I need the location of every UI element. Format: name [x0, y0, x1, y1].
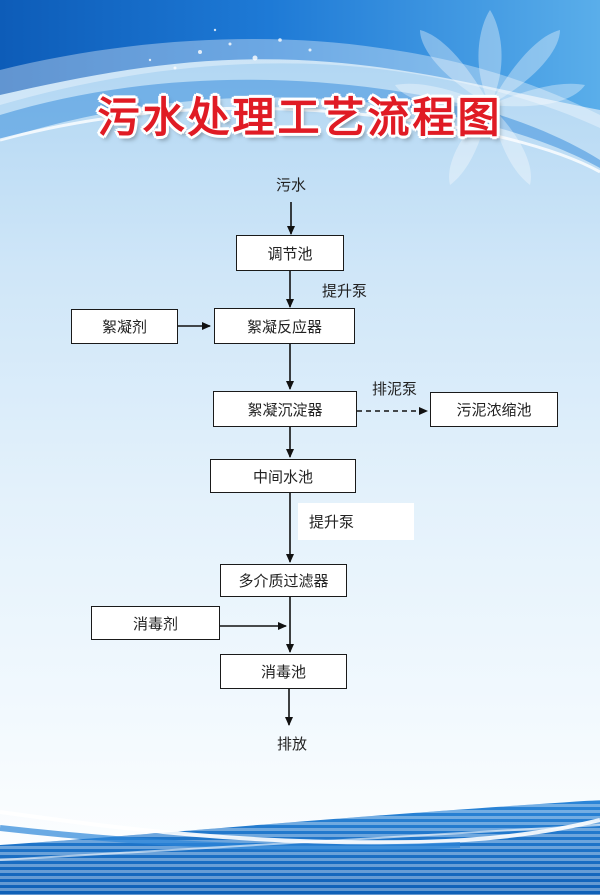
node-sludge-tank: 污泥浓缩池: [430, 392, 558, 427]
pump-label-1: 提升泵: [322, 282, 368, 300]
node-xuning-fanyingqi: 絮凝反应器: [214, 308, 355, 344]
page-title: 污水处理工艺流程图: [97, 93, 503, 142]
input-label: 污水: [276, 176, 307, 194]
node-disinfection-tank: 消毒池: [220, 654, 347, 689]
node-xuningji: 絮凝剂: [71, 309, 178, 344]
node-tiaojiechi: 调节池: [236, 235, 344, 271]
node-zhongjian-shuichi: 中间水池: [210, 459, 356, 493]
node-disinfectant: 消毒剂: [91, 606, 220, 640]
output-label: 排放: [277, 735, 308, 753]
pump-label-2: 提升泵: [309, 513, 355, 531]
sludge-pump-label: 排泥泵: [372, 380, 418, 398]
pump-label-2-background: [298, 503, 414, 540]
node-xuning-chendianqi: 絮凝沉淀器: [213, 391, 357, 427]
node-multi-media-filter: 多介质过滤器: [220, 564, 347, 597]
